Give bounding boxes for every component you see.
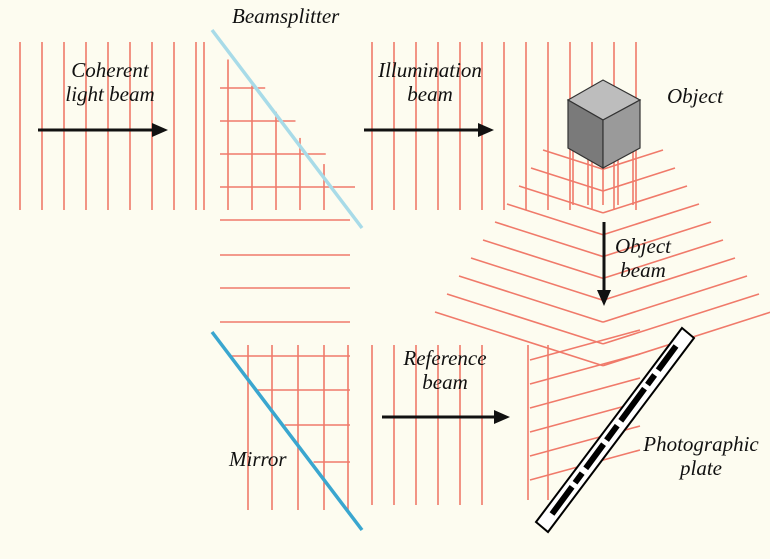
wavefront-line [602, 185, 688, 214]
reference-beam-label: Reference beam [380, 346, 510, 394]
reference-beam-arrow [382, 410, 510, 424]
reference-beam-label-line1: Reference [403, 346, 487, 370]
wavefront-line [518, 185, 604, 214]
beamsplitter-label: Beamsplitter [232, 4, 340, 28]
coherent-beam-arrow [38, 123, 168, 137]
wavefront-line [602, 293, 760, 345]
photographic-plate-label-line1: Photographic [643, 432, 759, 456]
wavefront-line [529, 377, 641, 409]
cube-side-face [602, 98, 641, 170]
photographic-plate-label: Photographic plate [636, 432, 766, 480]
object-beam-label: Object beam [598, 234, 688, 282]
object-beam-label-line2: beam [620, 258, 666, 282]
illumination-beam-arrow [364, 123, 494, 137]
beamsplitter [210, 28, 364, 230]
wavefront-line [529, 329, 641, 361]
wavefront-line [602, 203, 700, 236]
illumination-beam-label: Illumination beam [360, 58, 500, 106]
wavefront-line [458, 275, 604, 323]
wavefront-line [434, 311, 604, 367]
reference-beam-label-line2: beam [422, 370, 468, 394]
wavefront-line [494, 221, 604, 258]
illumination-beam-label-line1: Illumination [378, 58, 482, 82]
object-beam-arrow-head [597, 290, 611, 306]
wavefront-line [602, 221, 712, 258]
wavefront-line [446, 293, 604, 345]
coherent-beam-label-line1: Coherent [71, 58, 149, 82]
wavefront-line [506, 203, 604, 236]
coherent-beam-arrow-head [152, 123, 168, 137]
coherent-beam-label-line2: light beam [65, 82, 155, 106]
wavefront-line [482, 239, 604, 280]
wavefront-line [470, 257, 604, 302]
wavefront-line [602, 167, 676, 192]
reference-beam-arrow-head [494, 410, 510, 424]
wavefront-line [602, 239, 724, 280]
beam-direction-arrows [38, 123, 611, 424]
wavefront-line [529, 353, 641, 385]
wavefront-line [602, 275, 748, 323]
object-beam-label-line1: Object [615, 234, 671, 258]
optical-elements [210, 28, 696, 534]
illumination-beam-label-line2: beam [407, 82, 453, 106]
object-label: Object [667, 84, 723, 108]
coherent-beam-label: Coherent light beam [40, 58, 180, 106]
plate-emulsion [549, 344, 679, 516]
wavefront-line [530, 167, 604, 192]
illumination-beam-arrow-head [478, 123, 494, 137]
mirror [210, 330, 364, 532]
wavefront-line [602, 257, 736, 302]
mirror-label: Mirror [229, 447, 287, 471]
photographic-plate-label-line2: plate [680, 456, 722, 480]
object-beam-arrow [597, 222, 611, 306]
